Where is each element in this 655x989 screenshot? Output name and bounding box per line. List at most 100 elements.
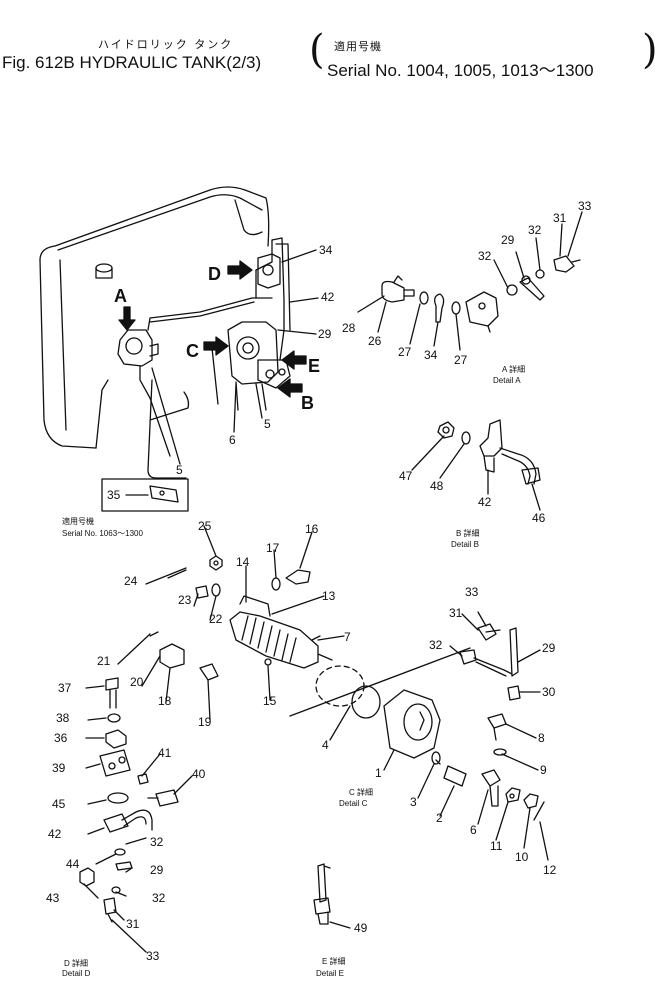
serial-note-jp: 適用号機 — [62, 516, 94, 526]
hydraulic-tank-drawing — [39, 186, 291, 479]
open-paren-glyph: ( — [309, 27, 325, 73]
callout-c2-10: 10 — [515, 850, 529, 864]
callout-d-31: 31 — [126, 917, 140, 931]
view-label-a: A — [114, 286, 127, 306]
callout-b-42: 42 — [478, 495, 492, 509]
title-japanese: ハイドロリック タンク — [98, 38, 234, 51]
detail-e-caption: Detail E — [316, 969, 344, 978]
callout-c-15: 15 — [263, 694, 277, 708]
callout-c-17: 17 — [266, 541, 280, 555]
callout-tank-42: 42 — [321, 290, 335, 304]
callout-a-33: 33 — [578, 199, 592, 213]
detail-b-caption: Detail B — [451, 540, 479, 549]
callout-c-14: 14 — [236, 555, 250, 569]
serial-range: Serial No. 1004, 1005, 1013～1300 — [327, 61, 594, 80]
callout-c-2: 2 — [436, 811, 443, 825]
detail-c-right-drawing — [449, 611, 549, 861]
detail-d-caption: Detail D — [62, 969, 91, 978]
detail-c-caption: Detail C — [339, 799, 368, 808]
callout-e-49: 49 — [354, 921, 368, 935]
detail-a-drawing — [357, 211, 583, 351]
callout-d-32b: 32 — [152, 891, 166, 905]
callout-a-27b: 27 — [454, 353, 468, 367]
callout-c-3: 3 — [410, 795, 417, 809]
callout-a-29: 29 — [501, 233, 515, 247]
arrow-a-icon — [118, 306, 136, 331]
callout-a-28: 28 — [342, 321, 356, 335]
callout-c2-29: 29 — [542, 641, 556, 655]
detail-c-jp: C 詳細 — [349, 787, 373, 797]
view-arrows — [118, 260, 307, 398]
callout-tank-35: 35 — [107, 488, 121, 502]
callout-d-39: 39 — [52, 761, 66, 775]
callout-d-41: 41 — [158, 746, 172, 760]
detail-e-jp: E 詳細 — [322, 956, 346, 966]
callout-d-33: 33 — [146, 949, 160, 963]
callout-c-7: 7 — [344, 630, 351, 644]
callout-d-29: 29 — [150, 863, 164, 877]
callout-a-27a: 27 — [398, 345, 412, 359]
callout-c-13: 13 — [322, 589, 336, 603]
callout-d-42: 42 — [48, 827, 62, 841]
callout-c-4: 4 — [322, 738, 329, 752]
callout-c-16: 16 — [305, 522, 319, 536]
arrow-c-icon — [203, 336, 229, 356]
callout-c-22: 22 — [209, 612, 223, 626]
view-label-e: E — [308, 356, 320, 376]
callout-tank-5b: 5 — [176, 463, 183, 477]
callout-c2-30: 30 — [542, 685, 556, 699]
callout-a-31: 31 — [553, 211, 567, 225]
callout-a-32b: 32 — [478, 249, 492, 263]
callout-a-34: 34 — [424, 348, 438, 362]
figure-title: Fig. 612B HYDRAULIC TANK(2/3) — [2, 53, 262, 72]
serial-note: Serial No. 1063～1300 — [62, 529, 143, 538]
applicable-japanese: 適用号機 — [334, 40, 382, 53]
view-label-b: B — [301, 393, 314, 413]
detail-a-caption: Detail A — [493, 376, 521, 385]
callout-c2-33: 33 — [465, 585, 479, 599]
callout-c2-8: 8 — [538, 731, 545, 745]
detail-c-drawing — [117, 525, 471, 817]
callout-c2-9: 9 — [540, 763, 547, 777]
view-label-c: C — [186, 341, 199, 361]
view-label-d: D — [208, 264, 221, 284]
detail-d-jp: D 詳細 — [64, 958, 88, 968]
detail-e-drawing — [313, 863, 351, 929]
callout-b-48: 48 — [430, 479, 444, 493]
callout-c-18: 18 — [158, 694, 172, 708]
callout-c-21: 21 — [97, 654, 111, 668]
callout-tank-34: 34 — [319, 243, 333, 257]
callout-d-45: 45 — [52, 797, 66, 811]
callout-d-37: 37 — [58, 681, 72, 695]
detail-b-jp: B 詳細 — [456, 528, 480, 538]
callout-d-44: 44 — [66, 857, 80, 871]
arrow-b-icon — [277, 378, 303, 398]
callout-b-47: 47 — [399, 469, 413, 483]
close-paren-glyph: ) — [642, 30, 655, 70]
detail-d-drawing — [79, 677, 193, 953]
arrow-e-icon — [281, 350, 307, 370]
detail-a-jp: A 詳細 — [502, 364, 525, 374]
callout-c2-11: 11 — [490, 839, 503, 853]
callout-a-26: 26 — [368, 334, 382, 348]
callout-d-36: 36 — [54, 731, 68, 745]
callout-d-32a: 32 — [150, 835, 164, 849]
callout-tank-5a: 5 — [264, 417, 271, 431]
callout-d-43: 43 — [46, 891, 60, 905]
callout-c2-31: 31 — [449, 606, 463, 620]
detail-b-drawing — [411, 419, 541, 511]
callout-c-19: 19 — [198, 715, 212, 729]
callout-c-23: 23 — [178, 593, 192, 607]
callout-d-38: 38 — [56, 711, 70, 725]
callout-c2-6: 6 — [470, 823, 477, 837]
callout-b-46: 46 — [532, 511, 546, 525]
callout-c-25: 25 — [198, 519, 212, 533]
callout-a-32a: 32 — [528, 223, 542, 237]
callout-c-24: 24 — [124, 574, 138, 588]
serial-note-box — [101, 478, 189, 512]
callout-c-20: 20 — [130, 675, 144, 689]
callout-d-40: 40 — [192, 767, 206, 781]
arrow-d-icon — [227, 260, 253, 280]
callout-c-1: 1 — [375, 766, 382, 780]
